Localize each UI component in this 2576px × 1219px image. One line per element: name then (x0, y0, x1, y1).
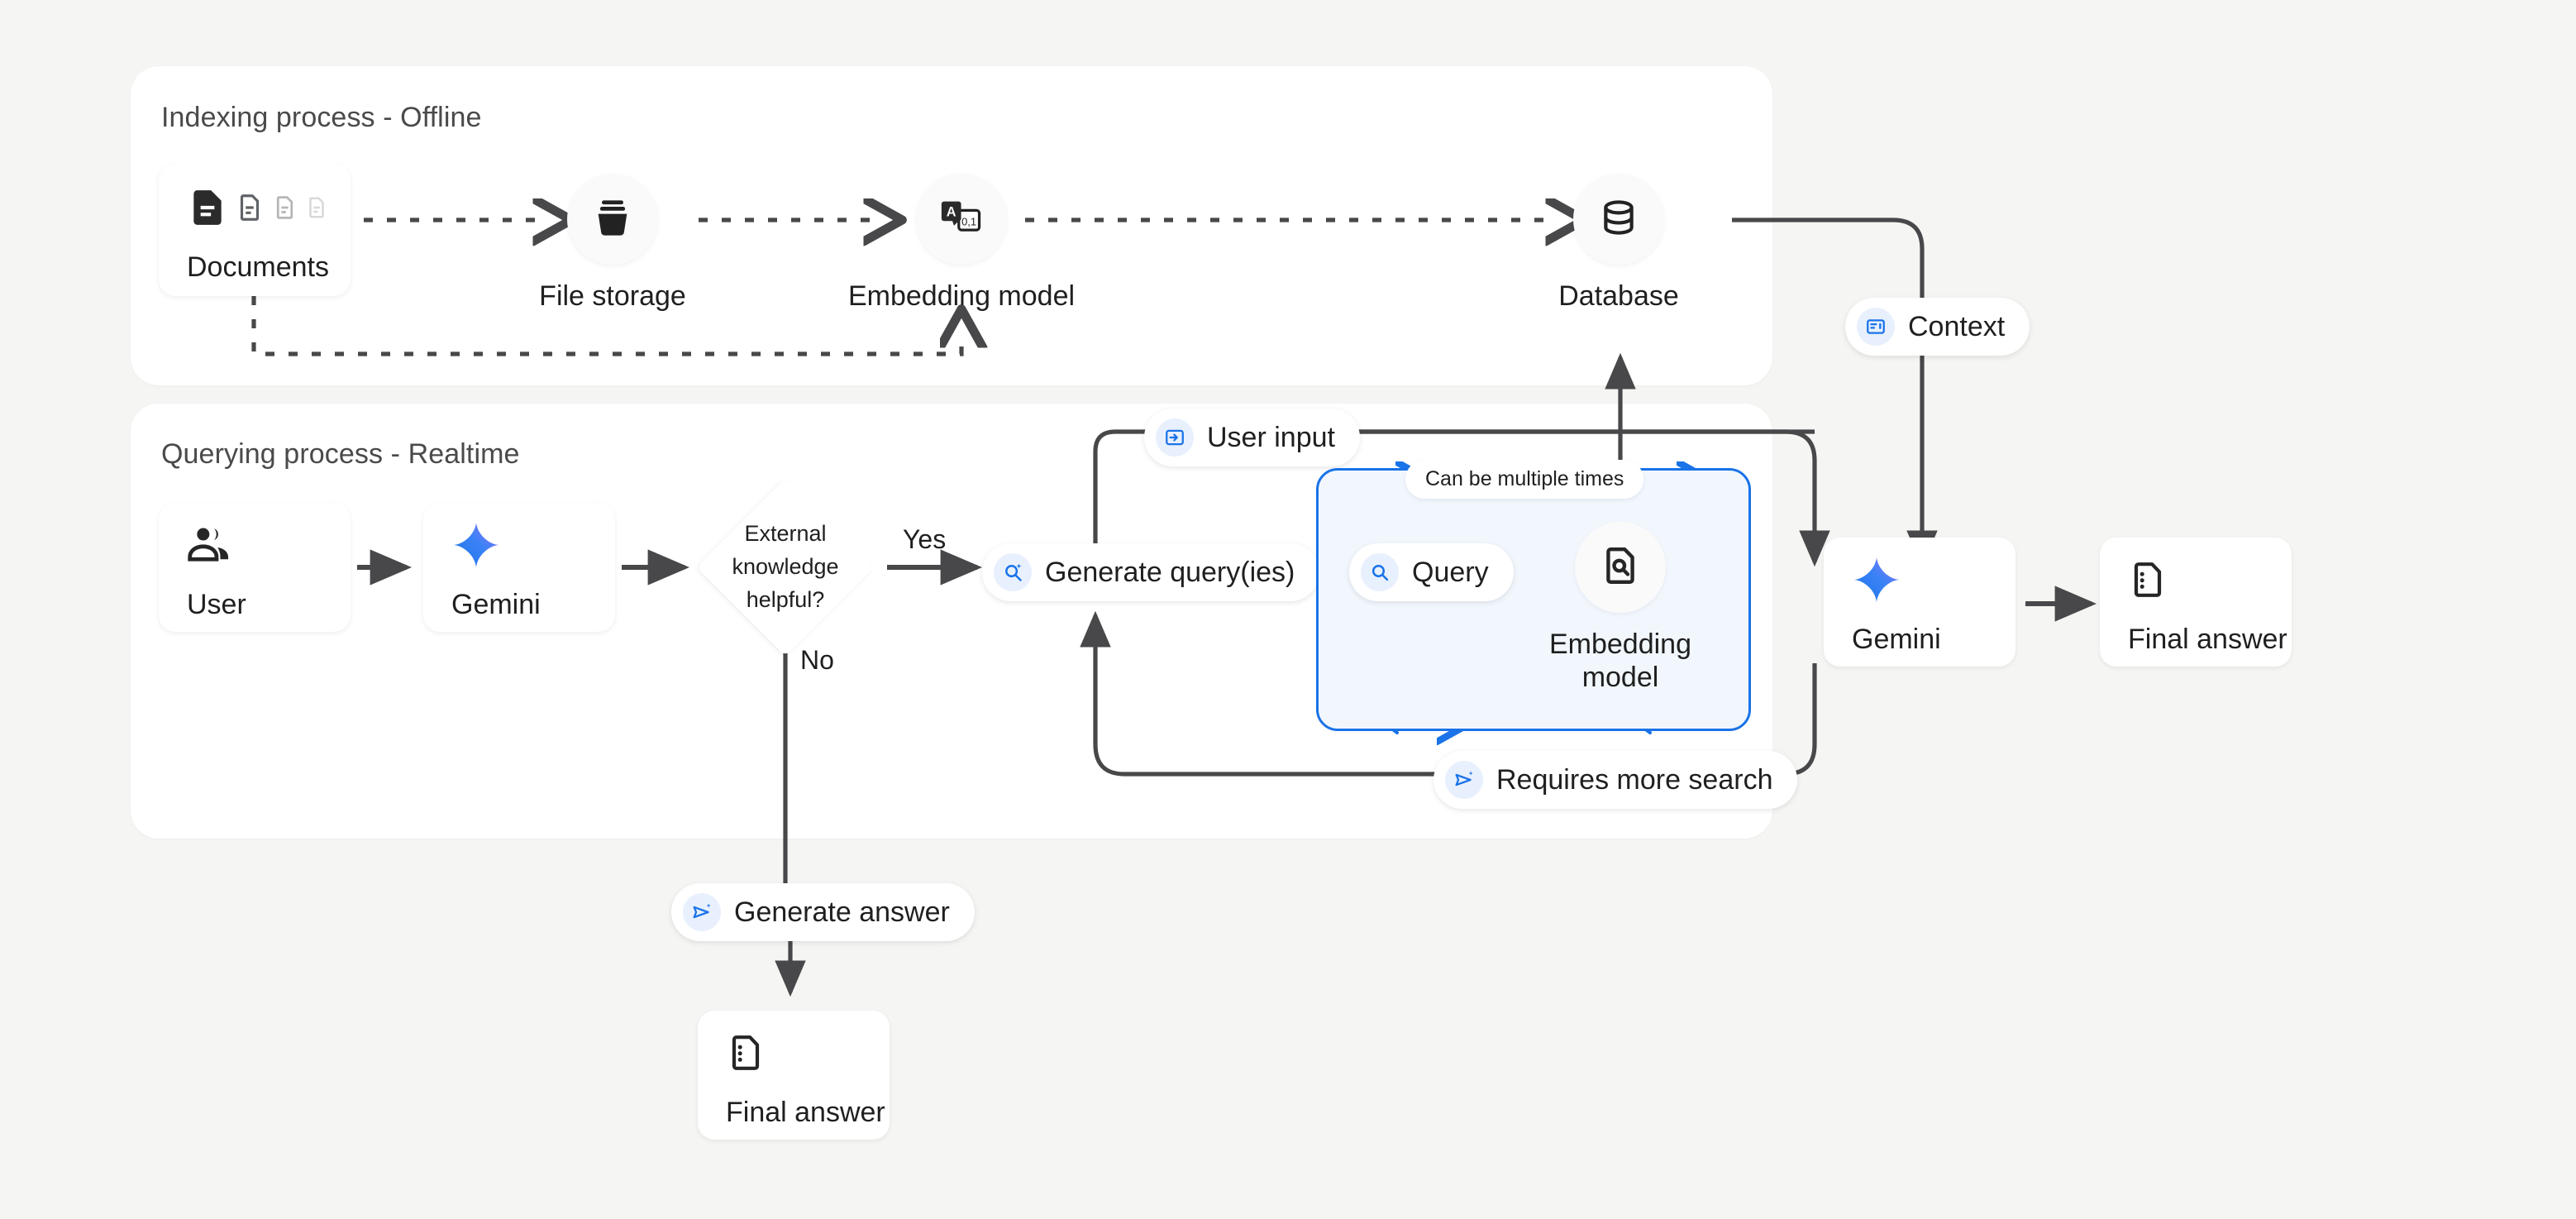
inner-embedding-label: Embedding model (1548, 629, 1691, 694)
gemini-sparkle-icon (1852, 548, 2015, 611)
search-icon (1361, 553, 1399, 591)
generate-answer-pill[interactable]: Generate answer (671, 883, 975, 941)
right-gemini-card[interactable]: Gemini (1824, 538, 2015, 667)
bottom-final-answer-card-label: Final answer (726, 1096, 885, 1128)
requires-more-search-label: Requires more search (1496, 763, 1773, 796)
decision-diamond[interactable]: External knowledge helpful? (696, 478, 875, 657)
database-icon (1598, 197, 1639, 242)
user-input-pill-label: User input (1207, 421, 1335, 453)
file-storage-circle (567, 174, 658, 265)
user-card-label: User (187, 588, 246, 620)
user-card[interactable]: User (159, 503, 351, 632)
documents-card-label: Documents (187, 251, 329, 283)
context-pill[interactable]: Context (1845, 298, 2030, 356)
database-label: Database (1558, 280, 1679, 312)
loop-note-pill: Can be multiple times (1405, 460, 1644, 499)
svg-text:A: A (947, 204, 956, 219)
send-sparkle-icon (683, 893, 721, 931)
embedding-model-circle: 0,1 A (916, 174, 1007, 265)
answer-doc-icon (2128, 548, 2292, 611)
people-icon (187, 514, 351, 576)
file-storage-node[interactable]: File storage (539, 174, 686, 312)
file-storage-label: File storage (539, 280, 686, 312)
svg-text:0,1: 0,1 (961, 215, 976, 227)
query-pill-label: Query (1412, 556, 1489, 588)
context-panel-icon (1857, 308, 1895, 346)
loop-note-label: Can be multiple times (1425, 467, 1624, 490)
embedding-model-node[interactable]: 0,1 A Embedding model (848, 174, 1075, 312)
decision-label: External knowledge helpful? (732, 521, 839, 612)
user-input-pill[interactable]: User input (1144, 409, 1360, 466)
documents-stack-icon (187, 176, 351, 239)
embedding-model-label: Embedding model (847, 280, 1076, 312)
generate-query-pill[interactable]: Generate query(ies) (982, 543, 1320, 601)
context-pill-label: Context (1908, 310, 2006, 342)
input-arrow-icon (1156, 418, 1194, 457)
inner-embedding-circle (1575, 522, 1666, 613)
send-sparkle-icon (1445, 761, 1483, 799)
generate-query-pill-label: Generate query(ies) (1045, 556, 1295, 588)
document-search-icon (1600, 544, 1641, 591)
file-storage-icon (591, 196, 634, 243)
right-gemini-card-label: Gemini (1852, 623, 1941, 655)
bottom-final-answer-card[interactable]: Final answer (698, 1011, 890, 1140)
gemini-card[interactable]: Gemini (423, 503, 615, 632)
no-edge-label: No (800, 645, 834, 675)
generate-answer-pill-label: Generate answer (734, 896, 950, 928)
query-pill[interactable]: Query (1349, 543, 1514, 601)
right-final-answer-card-label: Final answer (2128, 623, 2287, 655)
querying-panel-title: Querying process - Realtime (161, 438, 520, 470)
documents-card[interactable]: Documents (159, 164, 351, 296)
requires-more-search-pill[interactable]: Requires more search (1433, 751, 1798, 809)
search-sparkle-icon (994, 553, 1032, 591)
gemini-card-label: Gemini (451, 588, 541, 620)
indexing-panel-title: Indexing process - Offline (161, 102, 482, 133)
inner-embedding-model-node[interactable]: Embedding model (1549, 522, 1691, 693)
answer-doc-icon (726, 1021, 890, 1084)
translate-embedding-icon: 0,1 A (938, 195, 985, 244)
database-circle (1573, 174, 1664, 265)
right-final-answer-card[interactable]: Final answer (2100, 538, 2292, 667)
gemini-sparkle-icon (451, 514, 615, 576)
database-node[interactable]: Database (1558, 174, 1679, 312)
yes-edge-label: Yes (903, 524, 947, 554)
